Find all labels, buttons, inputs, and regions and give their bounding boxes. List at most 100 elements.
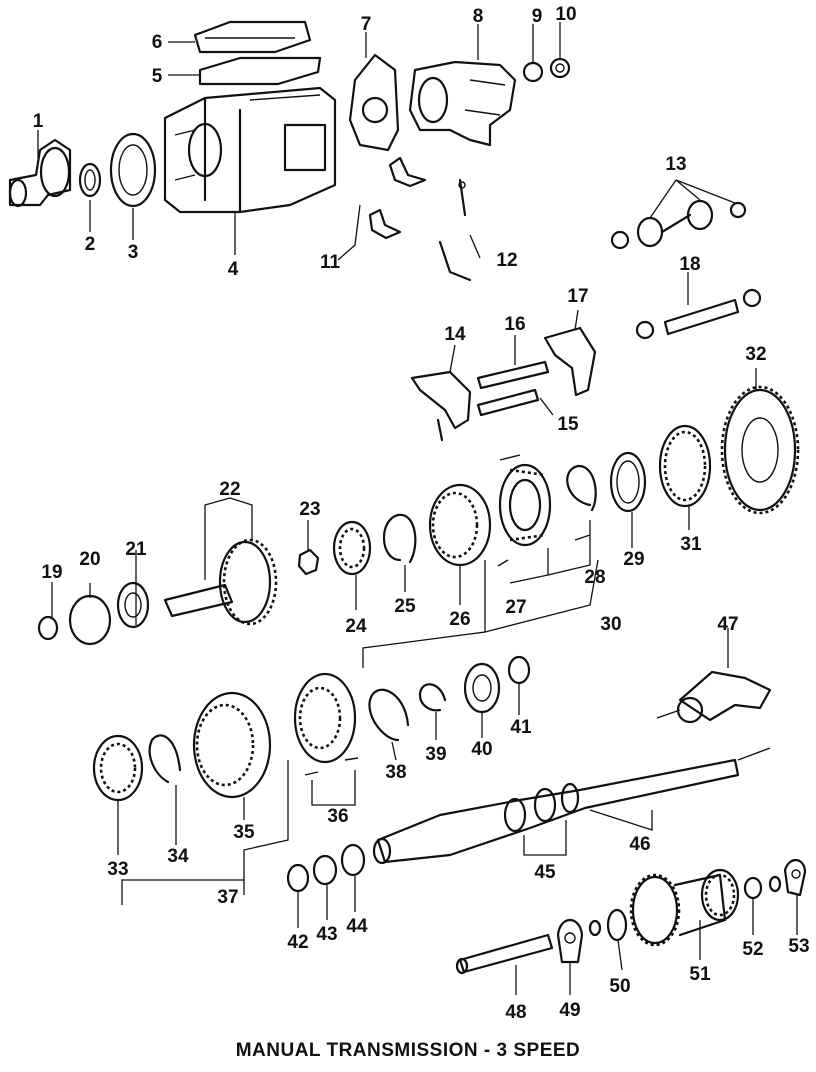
label-10: 10 [555, 4, 576, 25]
label-21: 21 [125, 539, 147, 560]
label-2: 2 [85, 234, 96, 255]
label-35: 35 [233, 822, 255, 843]
label-5: 5 [152, 66, 163, 87]
part-input-shaft-22 [163, 538, 278, 626]
part-gear-31 [658, 424, 712, 508]
label-38: 38 [385, 762, 406, 783]
part-extension-gasket [348, 53, 400, 152]
part-ring-19 [37, 615, 59, 641]
part-snap-ring-34 [148, 734, 182, 784]
label-4: 4 [228, 259, 239, 280]
part-synchronizer-sleeve-35 [192, 691, 272, 799]
label-37: 37 [217, 887, 238, 908]
label-13: 13 [665, 154, 686, 175]
leader-lines [37, 22, 798, 995]
part-ring-42 [286, 863, 310, 893]
label-29: 29 [623, 549, 644, 570]
label-7: 7 [361, 14, 372, 35]
label-53: 53 [788, 936, 809, 957]
part-bearing-52 [743, 875, 782, 900]
label-50: 50 [609, 976, 630, 997]
part-blocking-ring-29 [609, 451, 647, 513]
part-bushing-41 [507, 655, 531, 685]
part-snap-ring-39 [418, 683, 447, 712]
part-snap-ring-28 [566, 464, 597, 512]
label-16: 16 [504, 314, 525, 335]
label-45: 45 [534, 862, 556, 883]
label-47: 47 [717, 614, 738, 635]
label-28: 28 [584, 567, 605, 588]
part-blocking-ring-33 [92, 734, 144, 802]
part-blocking-ring-24 [332, 520, 372, 576]
part-bearing-40 [463, 662, 501, 714]
label-26: 26 [449, 609, 470, 630]
label-24: 24 [345, 616, 367, 637]
label-18: 18 [679, 254, 700, 275]
part-ring-44 [340, 843, 366, 877]
part-cover-gasket [198, 56, 322, 86]
label-12: 12 [496, 250, 517, 271]
label-3: 3 [128, 242, 139, 263]
part-front-gasket [109, 132, 157, 208]
label-23: 23 [299, 499, 320, 520]
part-reverse-idler-shaft [635, 288, 762, 340]
part-seal [78, 162, 102, 198]
label-1: 1 [33, 111, 44, 132]
label-15: 15 [557, 414, 579, 435]
diagram-caption: MANUAL TRANSMISSION - 3 SPEED [235, 1040, 581, 1061]
label-30: 30 [600, 614, 621, 635]
label-44: 44 [346, 916, 368, 937]
label-32: 32 [745, 344, 766, 365]
part-front-bearing-retainer [8, 138, 72, 208]
label-42: 42 [287, 932, 308, 953]
part-thrust-washer-49 [556, 918, 584, 964]
part-snap-ring-38 [368, 688, 410, 742]
label-22: 22 [219, 479, 240, 500]
label-9: 9 [532, 6, 543, 27]
part-top-cover [193, 20, 312, 54]
part-transmission-case [163, 86, 337, 214]
part-shift-rails [476, 360, 550, 417]
part-number-labels: 1 2 3 4 5 6 7 8 9 10 11 12 13 14 15 16 1… [33, 4, 810, 1023]
part-output-shaft-46 [372, 758, 740, 865]
label-51: 51 [689, 964, 711, 985]
label-17: 17 [567, 286, 588, 307]
label-41: 41 [510, 717, 532, 738]
label-6: 6 [152, 32, 163, 53]
label-19: 19 [41, 562, 62, 583]
label-8: 8 [473, 6, 484, 27]
label-40: 40 [471, 739, 492, 760]
part-thrust-washer-53 [783, 859, 807, 897]
part-snap-ring-20 [68, 594, 112, 646]
part-shift-levers [368, 156, 427, 240]
label-27: 27 [505, 597, 526, 618]
part-synchronizer-hub-36 [293, 672, 359, 776]
part-countershaft-48 [455, 933, 554, 975]
part-snap-ring-25 [382, 513, 417, 564]
label-20: 20 [79, 549, 100, 570]
part-countershaft-bearings [610, 199, 747, 250]
label-11: 11 [320, 252, 341, 273]
part-nut-23 [297, 548, 320, 576]
part-cluster-gear-51 [629, 868, 740, 947]
part-slip-yoke-47 [676, 670, 772, 724]
label-36: 36 [327, 806, 348, 827]
label-25: 25 [394, 596, 416, 617]
part-shift-linkage [438, 178, 472, 282]
part-bushing [522, 61, 544, 83]
label-43: 43 [316, 924, 337, 945]
label-48: 48 [505, 1002, 526, 1023]
part-shift-fork-1-2 [410, 370, 472, 442]
label-49: 49 [559, 1000, 580, 1021]
part-gear-32 [720, 385, 800, 515]
part-extension-housing [408, 60, 517, 147]
part-bearing-50 [588, 908, 628, 942]
part-synchronizer-27 [497, 454, 591, 567]
label-33: 33 [107, 859, 128, 880]
label-14: 14 [444, 324, 466, 345]
part-synchronizer-sleeve-26 [428, 483, 492, 567]
label-31: 31 [680, 534, 702, 555]
label-34: 34 [167, 846, 189, 867]
part-bearing-21 [116, 581, 150, 629]
